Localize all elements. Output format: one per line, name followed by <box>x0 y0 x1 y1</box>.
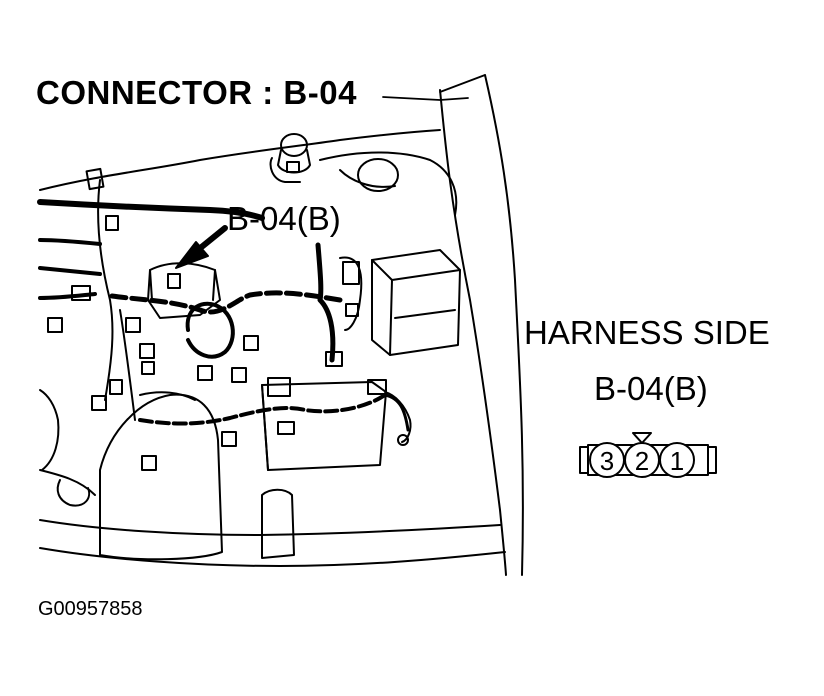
connector-title: CONNECTOR : B-04 <box>36 74 357 111</box>
connector-key-triangle <box>632 432 652 444</box>
fender-left <box>39 469 96 507</box>
main-harness-upper <box>37 199 265 221</box>
front-frame <box>39 519 506 567</box>
ground-wire <box>384 391 412 443</box>
hose-loop <box>185 301 235 359</box>
fender-lower-left <box>39 389 60 471</box>
lower-bracket-box <box>261 377 387 471</box>
battery-box <box>339 249 461 356</box>
figure-id: G00957858 <box>38 598 143 620</box>
engine-bay-outline <box>439 74 524 576</box>
engine-mount <box>261 488 295 559</box>
relay-bracket <box>147 262 221 319</box>
harness-lower-route <box>138 393 387 426</box>
harness-side-label: HARNESS SIDE <box>524 314 770 351</box>
ground-terminal <box>397 434 409 446</box>
pin-label-1: 1 <box>670 446 684 476</box>
harness-connector-id: B-04(B) <box>594 370 708 407</box>
pin-label-3: 3 <box>600 446 614 476</box>
pin-label-2: 2 <box>635 446 649 476</box>
washer-tank <box>99 391 223 561</box>
reservoir-cap <box>269 133 311 183</box>
pin-circle-1 <box>659 442 695 478</box>
small-connectors <box>47 167 387 471</box>
harness-side-connector: 3 2 1 <box>579 432 717 478</box>
harness-right-lower <box>383 393 410 432</box>
harness-center-route <box>109 290 343 315</box>
callout-connector-label: B-04(B) <box>227 200 341 237</box>
engine-bay-top-edge <box>39 129 441 191</box>
harness-to-battery <box>315 242 336 363</box>
cowl-ring <box>357 158 399 192</box>
harness-vertical-left <box>97 179 136 421</box>
title-leader-line <box>382 96 469 101</box>
callout-arrow <box>175 225 228 269</box>
